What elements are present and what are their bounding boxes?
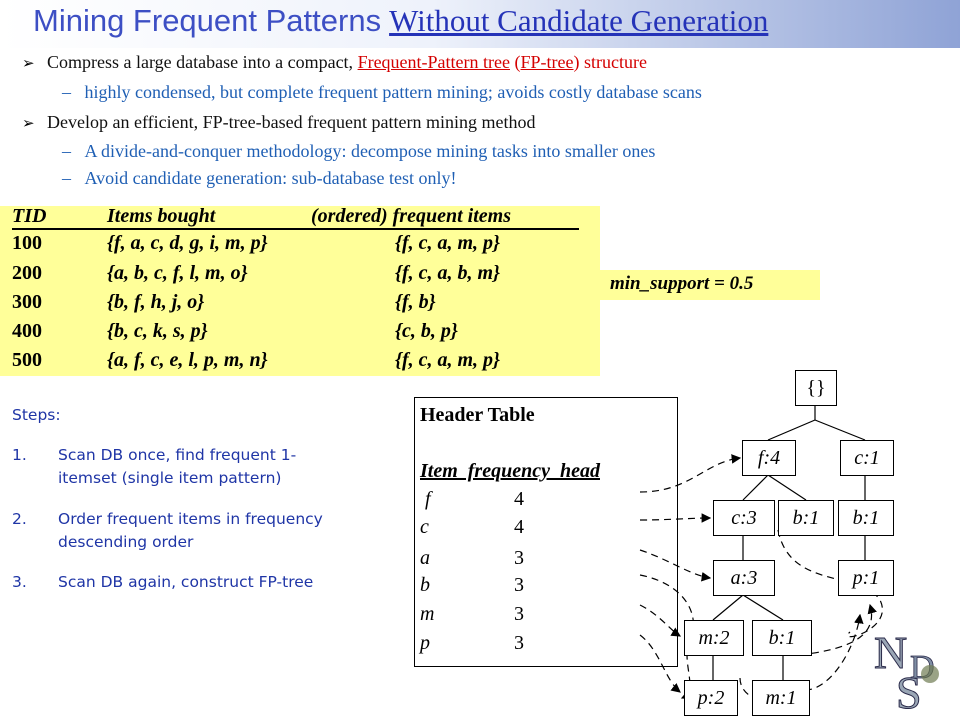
svg-text:N: N [874,628,907,678]
step-number: 3. [12,573,27,591]
bullet-arrow-icon: ➢ [22,56,35,72]
header-table-columns: Item frequency head [420,460,600,482]
tree-node-a3: a:3 [713,560,775,596]
bullet-2: Develop an efficient, FP-tree-based freq… [47,112,536,132]
table-header-rule [12,228,579,230]
tree-node-c1: c:1 [840,440,894,476]
table-header-ordered: (ordered) frequent items [311,205,511,227]
svg-text:S: S [896,667,922,712]
table-row-tid: 400 [12,320,42,342]
step-text: Scan DB once, find frequent 1- [58,446,297,464]
min-support-label: min_support = 0.5 [610,273,754,294]
step-number: 2. [12,510,27,528]
tree-node-p1: p:1 [838,560,894,596]
header-freq: 3 [514,603,524,625]
header-item: c [420,516,429,538]
header-item: m [420,603,435,625]
table-row-items: {a, f, c, e, l, p, m, n} [107,349,268,371]
tree-node-c3: c:3 [713,500,775,536]
header-table [414,397,678,667]
table-row-tid: 100 [12,232,42,254]
step-text: Scan DB again, construct FP-tree [58,573,314,591]
transaction-table [0,206,600,376]
header-freq: 3 [514,547,524,569]
title-bar [0,0,960,48]
table-row-items: {a, b, c, f, l, m, o} [107,262,248,284]
bullet-1: Compress a large database into a compact… [47,52,647,72]
step-text: Order frequent items in frequency [58,510,323,528]
header-item: b [420,574,430,596]
table-row-tid: 500 [12,349,42,371]
step-text: itemset (single item pattern) [58,469,282,487]
bullet-arrow-icon: ➢ [22,116,35,132]
tree-root: {} [795,370,837,406]
table-header-tid: TID [12,205,47,227]
table-row-items: {b, c, k, s, p} [107,320,208,342]
tree-node-m1: m:1 [752,680,810,716]
table-row-items: {f, a, c, d, g, i, m, p} [107,232,268,254]
header-item: p [420,632,430,654]
fp-tree-link: Frequent-Pattern tree [357,52,510,72]
tree-node-b1: b:1 [778,500,834,536]
table-row-ordered: {c, b, p} [395,320,458,342]
tree-edges [712,404,866,680]
tree-node-p2: p:2 [684,680,738,716]
tree-node-b1: b:1 [838,500,894,536]
tree-node-m2: m:2 [684,620,744,656]
sub-bullet-2: – A divide-and-conquer methodology: deco… [62,141,656,161]
step-number: 1. [12,446,27,464]
header-item: f [425,488,431,510]
node-links [639,454,883,699]
tree-node-b1: b:1 [752,620,812,656]
table-row-ordered: {f, b} [395,291,436,313]
table-row-ordered: {f, c, a, m, p} [395,349,501,371]
nds-logo-icon: N S D [874,628,939,712]
header-freq: 4 [514,488,524,510]
table-row-tid: 300 [12,291,42,313]
table-row-items: {b, f, h, j, o} [107,291,205,313]
table-row-ordered: {f, c, a, b, m} [395,262,501,284]
header-table-title: Header Table [420,404,535,426]
header-freq: 3 [514,632,524,654]
table-header-items: Items bought [107,205,216,227]
header-freq: 3 [514,574,524,596]
fp-tree-abbrev: FP-tree [520,52,574,72]
steps-title: Steps: [12,406,61,424]
step-text: descending order [58,533,194,551]
table-row-ordered: {f, c, a, m, p} [395,232,501,254]
table-row-tid: 200 [12,262,42,284]
tree-node-f4: f:4 [742,440,796,476]
min-support-box [598,270,820,300]
sub-bullet-3: – Avoid candidate generation: sub-databa… [62,168,457,188]
page-title: Mining Frequent Patterns Without Candida… [33,2,768,39]
title-sub: Without Candidate Generation [389,3,769,38]
header-item: a [420,547,430,569]
header-freq: 4 [514,516,524,538]
sub-bullet-1: – highly condensed, but complete frequen… [62,82,702,102]
title-main: Mining Frequent Patterns [33,3,382,38]
